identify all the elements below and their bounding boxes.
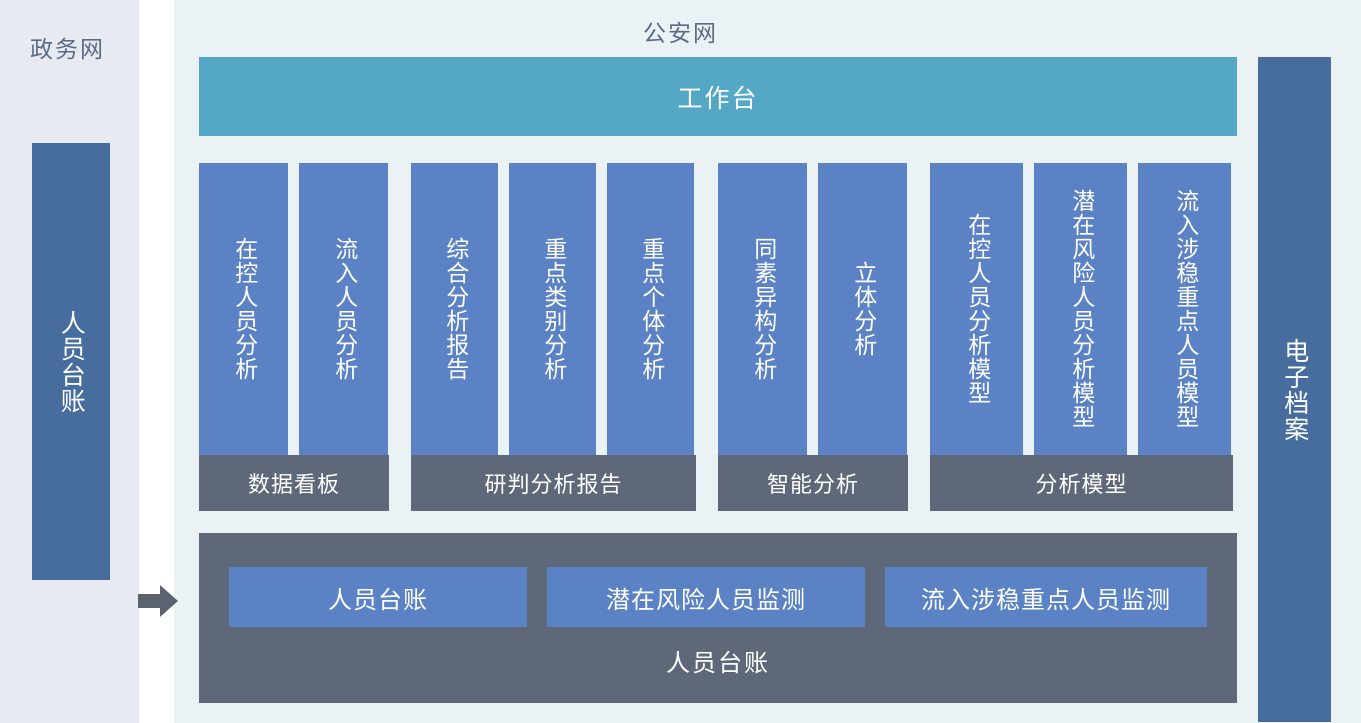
ledger-card-renyuan-taizhang[interactable]: 人员台账 — [229, 567, 527, 627]
personnel-ledger-cards: 人员台账 潜在风险人员监测 流入涉稳重点人员监测 — [229, 567, 1207, 627]
module-group-items: 在控人员分析模型 潜在风险人员分析模型 流入涉稳重点人员模型 — [930, 163, 1233, 455]
electronic-archive-panel[interactable]: 电子档案 — [1258, 57, 1331, 722]
gov-net-personnel-ledger-label: 人员台账 — [57, 309, 87, 414]
module-item-qianzai-fengxian-renyuan-fenxi-moxing[interactable]: 潜在风险人员分析模型 — [1034, 163, 1127, 455]
ledger-card-liuru-shewen-zhongdian-renyuan-jiance[interactable]: 流入涉稳重点人员监测 — [885, 567, 1207, 627]
right-arrow-icon — [138, 585, 178, 617]
workbench-bar[interactable]: 工作台 — [199, 57, 1237, 136]
module-item-label: 综合分析报告 — [441, 237, 468, 381]
module-item-label: 同素异构分析 — [749, 237, 776, 381]
gov-net-personnel-ledger-panel[interactable]: 人员台账 — [32, 143, 110, 580]
module-groups-row: 在控人员分析 流入人员分析 数据看板 综合分析报告 重点类别分析 重点个体分析 — [199, 163, 1237, 511]
module-item-label: 在控人员分析 — [230, 237, 257, 381]
gov-net-zone-label: 政务网 — [30, 37, 105, 63]
police-net-zone-label: 公安网 — [643, 21, 718, 47]
module-item-zhongdian-geti-fenxi[interactable]: 重点个体分析 — [607, 163, 694, 455]
ledger-card-qianzai-fengxian-renyuan-jiance[interactable]: 潜在风险人员监测 — [547, 567, 865, 627]
module-group-label-data-dashboard: 数据看板 — [199, 455, 389, 511]
personnel-ledger-section-label: 人员台账 — [666, 649, 770, 677]
module-item-zonghe-fenxi-baogao[interactable]: 综合分析报告 — [411, 163, 498, 455]
module-group-label-analysis-model: 分析模型 — [930, 455, 1233, 511]
module-group-label-judgment-report: 研判分析报告 — [411, 455, 696, 511]
module-item-label: 流入人员分析 — [330, 237, 357, 381]
module-item-liuru-shewen-zhongdian-renyuan-moxing[interactable]: 流入涉稳重点人员模型 — [1138, 163, 1231, 455]
module-item-label: 潜在风险人员分析模型 — [1067, 189, 1094, 429]
module-item-zaikong-renyuan-fenxi[interactable]: 在控人员分析 — [199, 163, 288, 455]
module-item-label: 重点个体分析 — [637, 237, 664, 381]
module-item-label: 立体分析 — [849, 261, 876, 357]
module-group-data-dashboard: 在控人员分析 流入人员分析 数据看板 — [199, 163, 389, 511]
module-group-items: 同素异构分析 立体分析 — [718, 163, 908, 455]
module-group-items: 综合分析报告 重点类别分析 重点个体分析 — [411, 163, 696, 455]
module-group-analysis-model: 在控人员分析模型 潜在风险人员分析模型 流入涉稳重点人员模型 分析模型 — [930, 163, 1233, 511]
module-item-tongsu-yigou-fenxi[interactable]: 同素异构分析 — [718, 163, 807, 455]
module-item-zaikong-renyuan-fenxi-moxing[interactable]: 在控人员分析模型 — [930, 163, 1023, 455]
module-item-liti-fenxi[interactable]: 立体分析 — [818, 163, 907, 455]
module-group-items: 在控人员分析 流入人员分析 — [199, 163, 389, 455]
module-group-label-intelligent-analysis: 智能分析 — [718, 455, 908, 511]
electronic-archive-label: 电子档案 — [1280, 337, 1310, 442]
module-item-label: 在控人员分析模型 — [963, 213, 990, 405]
module-group-judgment-report: 综合分析报告 重点类别分析 重点个体分析 研判分析报告 — [411, 163, 696, 511]
module-item-label: 流入涉稳重点人员模型 — [1171, 189, 1198, 429]
module-group-intelligent-analysis: 同素异构分析 立体分析 智能分析 — [718, 163, 908, 511]
workbench-label: 工作台 — [677, 83, 759, 113]
module-item-zhongdian-leibie-fenxi[interactable]: 重点类别分析 — [509, 163, 596, 455]
module-item-liuru-renyuan-fenxi[interactable]: 流入人员分析 — [299, 163, 388, 455]
personnel-ledger-section: 人员台账 潜在风险人员监测 流入涉稳重点人员监测 人员台账 — [199, 533, 1237, 703]
module-item-label: 重点类别分析 — [539, 237, 566, 381]
